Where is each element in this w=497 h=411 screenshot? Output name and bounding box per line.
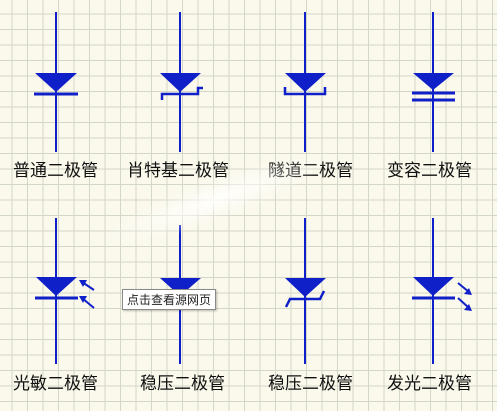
schottky-diode-icon <box>160 12 203 152</box>
incoming-light-arrows <box>79 280 95 309</box>
photodiode-icon <box>35 218 95 364</box>
label-led: 发光二极管 <box>387 374 472 394</box>
label-zener-diode-2: 稳压二极管 <box>268 374 353 394</box>
zener-diode-icon <box>284 218 326 364</box>
label-varactor-diode: 变容二极管 <box>387 161 472 181</box>
view-source-tooltip[interactable]: 点击查看源网页 <box>122 289 217 310</box>
tunnel-diode-icon <box>283 12 327 152</box>
label-photodiode: 光敏二极管 <box>13 374 98 394</box>
emitted-light-arrows <box>457 282 472 311</box>
diode-icon <box>34 12 78 152</box>
label-zener-diode-1: 稳压二极管 <box>140 374 225 394</box>
varactor-diode-icon <box>412 12 455 152</box>
label-tunnel-diode: 隧道二极管 <box>268 161 353 181</box>
label-ordinary-diode: 普通二极管 <box>13 161 98 181</box>
label-schottky-diode: 肖特基二极管 <box>127 161 229 181</box>
led-icon <box>412 218 472 364</box>
